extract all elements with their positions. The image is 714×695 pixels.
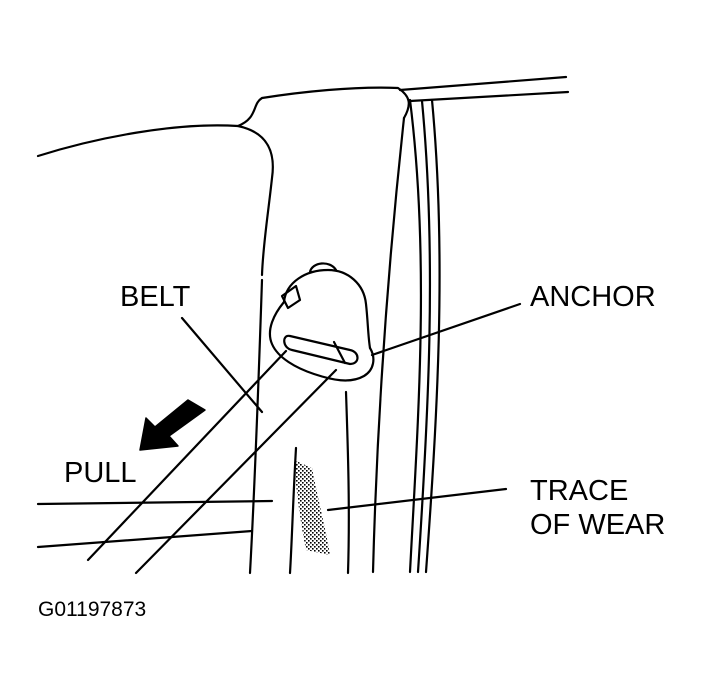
door-line-upper <box>36 499 274 506</box>
belt-leader-line <box>180 316 264 414</box>
trace-label-line2: OF WEAR <box>530 509 666 541</box>
wear-trace-area <box>294 460 330 555</box>
anchor-leader-line <box>370 302 522 357</box>
seat-side-curve <box>236 124 274 277</box>
trace-label-line1: TRACE <box>530 475 629 507</box>
belt-fold <box>332 340 347 365</box>
anchor-label: ANCHOR <box>530 281 656 313</box>
trim-line-left <box>248 278 264 575</box>
pillar-line-1 <box>371 116 406 574</box>
pillar-line-4 <box>424 98 441 574</box>
roof-line-outer <box>398 75 568 92</box>
anchor-window <box>280 284 302 310</box>
door-line-lower <box>36 529 254 549</box>
figure-code: G01197873 <box>38 598 147 621</box>
pull-arrow-icon <box>139 399 206 451</box>
belt-edge-lower <box>134 368 338 575</box>
seat-back-outline <box>36 86 410 158</box>
anchor-cap <box>282 268 372 350</box>
roof-line-inner <box>408 90 570 103</box>
pillar-line-3 <box>416 99 432 574</box>
trace-leader-line <box>326 487 508 512</box>
anchor-knob <box>308 262 338 274</box>
trim-line-right <box>344 390 350 575</box>
belt-edge-upper <box>86 349 288 562</box>
anchor-body <box>268 300 375 382</box>
belt-label: BELT <box>120 281 191 313</box>
anchor-slot <box>283 334 359 366</box>
pull-label: PULL <box>64 457 137 489</box>
